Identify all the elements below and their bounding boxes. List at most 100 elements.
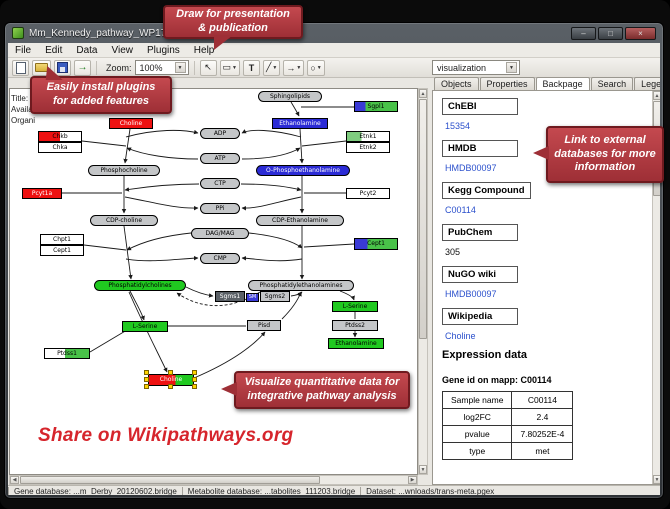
selection-handle[interactable] [192,370,197,375]
cursor-icon: ↖ [204,62,212,72]
scroll-down-icon[interactable]: ▼ [419,465,427,474]
pathway-node-phosphatidylethanolamines[interactable]: Phosphatidylethanolamines [248,280,354,291]
pathway-node-ethanolamine-green[interactable]: Ethanolamine [328,338,384,349]
tab-legend[interactable]: Legend [634,77,660,90]
tab-properties[interactable]: Properties [479,77,535,90]
pathway-node-chka[interactable]: Chka [38,142,82,153]
maximize-button[interactable]: □ [598,26,623,40]
pathway-node-ptdss1[interactable]: Ptdss1 [44,348,90,359]
callout-plugins-text: Easily install plugins for added feature… [46,81,156,107]
scroll-up-icon[interactable]: ▲ [653,91,660,100]
pathway-node-adp[interactable]: ADP [200,128,240,139]
pathway-node-cmp[interactable]: CMP [200,253,240,264]
callout-draw: Draw for presentation & publication [163,5,303,50]
menu-item-edit[interactable]: Edit [45,44,63,56]
pathway-node-cdp-ethanolamine[interactable]: CDP-Ethanolamine [256,215,344,226]
scroll-up-icon[interactable]: ▲ [419,89,427,98]
pathway-node-ctp[interactable]: CTP [200,178,240,189]
pathway-node-l-serine-right[interactable]: L-Serine [332,301,378,312]
tab-search[interactable]: Search [590,77,634,90]
expression-cell: pvalue [441,425,513,443]
backpage-link[interactable]: C00114 [445,205,476,215]
backpage-link[interactable]: Choline [445,331,476,341]
new-file-button[interactable] [12,59,29,76]
line-tool-button[interactable]: ╱▼ [262,59,281,76]
menu-item-view[interactable]: View [111,44,133,56]
backpage-section-title: PubChem [442,224,518,241]
backpage-link[interactable]: HMDB00097 [445,163,497,173]
callout-draw-text: Draw for presentation & publication [176,8,290,34]
backpage-link[interactable]: 15354 [445,121,471,131]
pathway-node-pcyt1a[interactable]: Pcyt1a [22,188,62,199]
pathway-edges [62,101,358,379]
dropdown-arrow-icon: ▼ [232,64,237,71]
selection-handle[interactable] [144,370,149,375]
selection-handle[interactable] [192,384,197,389]
pathway-node-etnk1[interactable]: Etnk1 [346,131,390,142]
label-tool-button[interactable]: T [242,59,260,76]
scrollbar-thumb[interactable] [419,99,427,339]
arrow-tool-button[interactable]: →▼ [283,59,305,76]
selection-handle[interactable] [168,370,173,375]
pathway-node-ptdss2[interactable]: Ptdss2 [332,320,378,331]
datanode-tool-button[interactable]: ▭▼ [219,59,240,76]
zoom-select[interactable]: 100% ▼ [134,60,189,75]
shape-tool-button[interactable]: ○▼ [307,59,325,76]
pathway-node-cept1-right[interactable]: Cept1 [354,238,398,250]
title-bar[interactable]: Mm_Kennedy_pathway_WP1771_45176.gpml – □… [5,23,663,43]
pathway-node-ppi[interactable]: PPi [200,203,240,214]
gene-id-line: Gene id on mapp: C00114 [442,375,552,385]
scroll-down-icon[interactable]: ▼ [653,475,660,484]
pathway-node-choline-top[interactable]: Choline [109,118,153,129]
selection-handle[interactable] [192,377,197,382]
visualization-select[interactable]: visualization ▼ [432,60,520,75]
menu-item-help[interactable]: Help [193,44,215,56]
pathway-node-chkb[interactable]: Chkb [38,131,82,142]
minimize-button[interactable]: – [571,26,596,40]
backpage-link[interactable]: HMDB00097 [445,289,497,299]
close-button[interactable]: × [625,26,656,40]
tab-backpage[interactable]: Backpage [535,77,590,90]
pathway-node-etnk2[interactable]: Etnk2 [346,142,390,153]
menu-item-plugins[interactable]: Plugins [146,44,180,56]
pathway-node-sgms2[interactable]: Sgms2 [260,291,290,302]
menu-item-data[interactable]: Data [76,44,98,56]
pathway-node-sphingolipids[interactable]: Sphingolipids [258,91,322,102]
pathway-node-cept1[interactable]: Cept1 [40,245,84,256]
expression-cell: 2.4 [511,408,574,426]
scroll-right-icon[interactable]: ▶ [408,476,417,484]
canvas-horizontal-scrollbar[interactable]: ◀ ▶ [9,475,418,485]
pathway-node-pcyt2[interactable]: Pcyt2 [346,188,390,199]
dropdown-arrow-icon: ▼ [506,62,517,73]
selection-handle[interactable] [144,377,149,382]
scroll-left-icon[interactable]: ◀ [10,476,19,484]
save-button[interactable] [54,59,71,76]
pathway-node-chpt1[interactable]: Chpt1 [40,234,84,245]
pathway-node-phosphatidylcholines[interactable]: Phosphatidylcholines [94,280,186,291]
pathway-node-sgms1[interactable]: Sgms1 [215,291,245,302]
datanode-icon: ▭ [222,62,232,72]
pathway-node-sgpl1[interactable]: Sgpl1 [354,101,398,112]
pathway-node-ethanolamine-top[interactable]: Ethanolamine [272,118,328,129]
menu-item-file[interactable]: File [15,44,32,56]
pathway-node-dag-mag[interactable]: DAG/MAG [191,228,249,239]
scrollbar-thumb[interactable] [20,476,320,484]
open-button[interactable] [32,59,51,76]
selection-handle[interactable] [168,384,173,389]
pathway-node-o-phosphoethanolamine[interactable]: O-Phosphoethanolamine [256,165,350,176]
pathway-node-sm[interactable]: SM [246,293,259,302]
pathway-node-pisd[interactable]: Pisd [247,320,281,331]
selection-tool-button[interactable]: ↖ [199,59,217,76]
expression-cell: 7.80252E-4 [511,425,574,443]
selection-handle[interactable] [144,384,149,389]
pathway-node-atp[interactable]: ATP [200,153,240,164]
backpage-section-title: NuGO wiki [442,266,518,283]
toolbar-separator [193,60,195,75]
pathway-node-l-serine-left[interactable]: L-Serine [122,321,168,332]
tab-objects[interactable]: Objects [434,77,479,90]
pathway-node-phosphocholine[interactable]: Phosphocholine [88,165,160,176]
export-button[interactable]: → [74,59,91,76]
canvas-vertical-scrollbar[interactable]: ▲ ▼ [418,88,428,475]
pathway-node-cdp-choline[interactable]: CDP-choline [90,215,158,226]
